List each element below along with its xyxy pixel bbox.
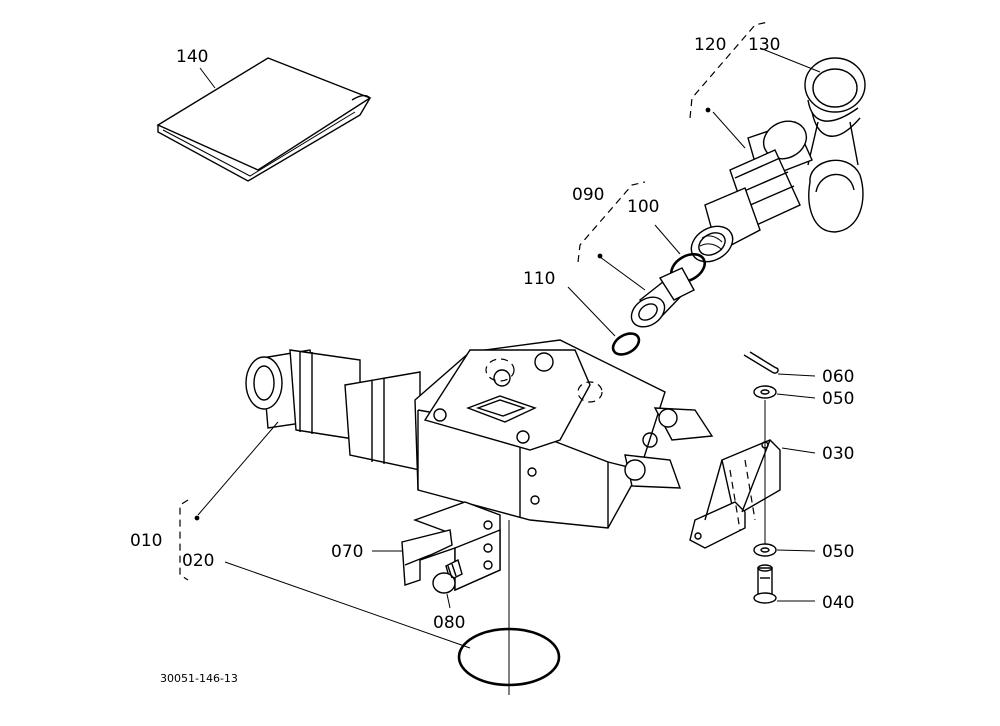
label-120: 120	[694, 35, 726, 55]
label-010: 010	[130, 531, 162, 551]
part-140-manual[interactable]	[156, 57, 372, 182]
part-040-pin[interactable]	[753, 564, 777, 604]
dot-010	[194, 515, 200, 521]
label-070: 070	[331, 542, 363, 562]
leader-110	[567, 286, 616, 337]
bracket-120	[689, 21, 769, 119]
part-070-bracket[interactable]	[401, 501, 501, 592]
leader-060	[777, 373, 816, 377]
diagram-code: 30051-146-13	[160, 672, 238, 685]
leader-130	[759, 47, 821, 73]
part-130-dust-cap[interactable]	[804, 57, 866, 233]
label-020: 020	[182, 551, 214, 571]
part-050-washer-top[interactable]	[753, 385, 777, 399]
label-050-top: 050	[822, 389, 854, 409]
label-090: 090	[572, 185, 604, 205]
bracket-010	[179, 499, 189, 581]
leader-050-top	[776, 393, 816, 399]
leader-100	[654, 224, 681, 255]
part-060-split-pin[interactable]	[743, 351, 779, 374]
leader-140	[199, 67, 216, 89]
leader-010	[197, 421, 279, 516]
label-050-bottom: 050	[822, 542, 854, 562]
label-080: 080	[433, 613, 465, 633]
label-040: 040	[822, 593, 854, 613]
label-100: 100	[627, 197, 659, 217]
label-110: 110	[523, 269, 555, 289]
part-110-o-ring[interactable]	[609, 329, 642, 359]
dot-090	[597, 253, 603, 259]
part-030-lever-bracket[interactable]	[689, 439, 781, 549]
label-060: 060	[822, 367, 854, 387]
label-130: 130	[748, 35, 780, 55]
part-120-coupler[interactable]	[685, 114, 813, 268]
leader-120	[712, 111, 746, 149]
leader-090	[599, 256, 646, 291]
dot-120	[705, 107, 711, 113]
label-030: 030	[822, 444, 854, 464]
leader-050-bottom	[776, 549, 816, 552]
label-140: 140	[176, 47, 208, 67]
leader-030	[781, 447, 816, 454]
part-050-washer-bottom[interactable]	[753, 543, 777, 557]
leader-020	[224, 561, 471, 649]
part-090-adaptor[interactable]	[626, 267, 695, 333]
leader-080	[446, 593, 451, 609]
part-010-control-valve[interactable]	[245, 339, 714, 529]
part-080-bolt[interactable]	[432, 558, 463, 594]
